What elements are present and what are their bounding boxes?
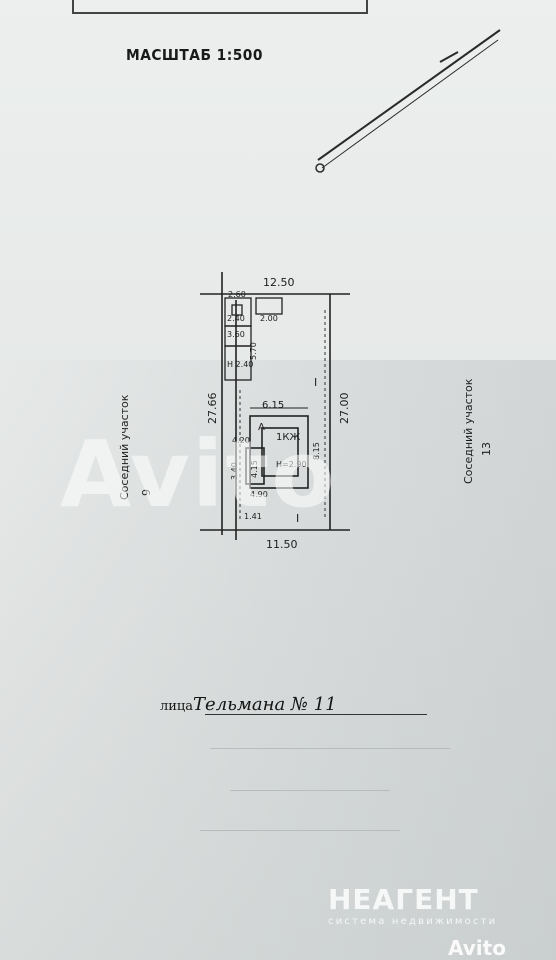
- street-address: лицаТельмана № 11: [160, 694, 337, 715]
- top-width-label: 12.50: [263, 276, 295, 289]
- left-strip-dim1: 2.40: [227, 314, 245, 323]
- street-name: Тельмана № 11: [193, 694, 337, 715]
- house-a: [245, 407, 309, 489]
- roman-one-lower: I: [296, 512, 300, 525]
- faint-rule: [210, 748, 450, 749]
- brand-tagline: система недвижимости: [328, 916, 498, 927]
- paper-shadow: [0, 360, 556, 960]
- shed-label: 2.00: [260, 314, 278, 323]
- left-strip-top: 2.60: [228, 290, 246, 299]
- north-arrow: [315, 29, 501, 173]
- side-small2: 5.70: [249, 342, 258, 360]
- porch-offset: 4.90: [250, 490, 268, 499]
- house-letter: А: [258, 422, 265, 433]
- left-strip-buildings: [224, 297, 283, 381]
- top-frame-strip: [72, 0, 368, 14]
- street-underline: [205, 714, 427, 715]
- brand-block: НЕАГЕНТ система недвижимости: [328, 883, 498, 928]
- left-strip-dim2: 3.60: [227, 330, 245, 339]
- plot-outline: [200, 272, 350, 540]
- house-height: Н=2.90: [276, 460, 307, 469]
- faint-rule: [200, 830, 400, 831]
- left-strip-dim3: Н 2.40: [227, 360, 254, 369]
- brand-name: НЕАГЕНТ: [328, 883, 479, 916]
- roman-one-upper: I: [314, 376, 318, 389]
- street-prefix: лица: [160, 699, 194, 714]
- faint-rule: [230, 790, 390, 791]
- house-width-label: 6.15: [262, 400, 285, 411]
- bottom-width-label: 11.50: [266, 538, 298, 551]
- house-type: 1КЖ: [276, 432, 301, 443]
- avito-watermark: Avito: [60, 421, 337, 528]
- side-small: 1.41: [244, 512, 262, 521]
- avito-logo-small: Avito: [448, 936, 506, 960]
- side-a-label: 4.20: [232, 436, 250, 445]
- scale-label: МАСШТАБ 1:500: [126, 46, 263, 64]
